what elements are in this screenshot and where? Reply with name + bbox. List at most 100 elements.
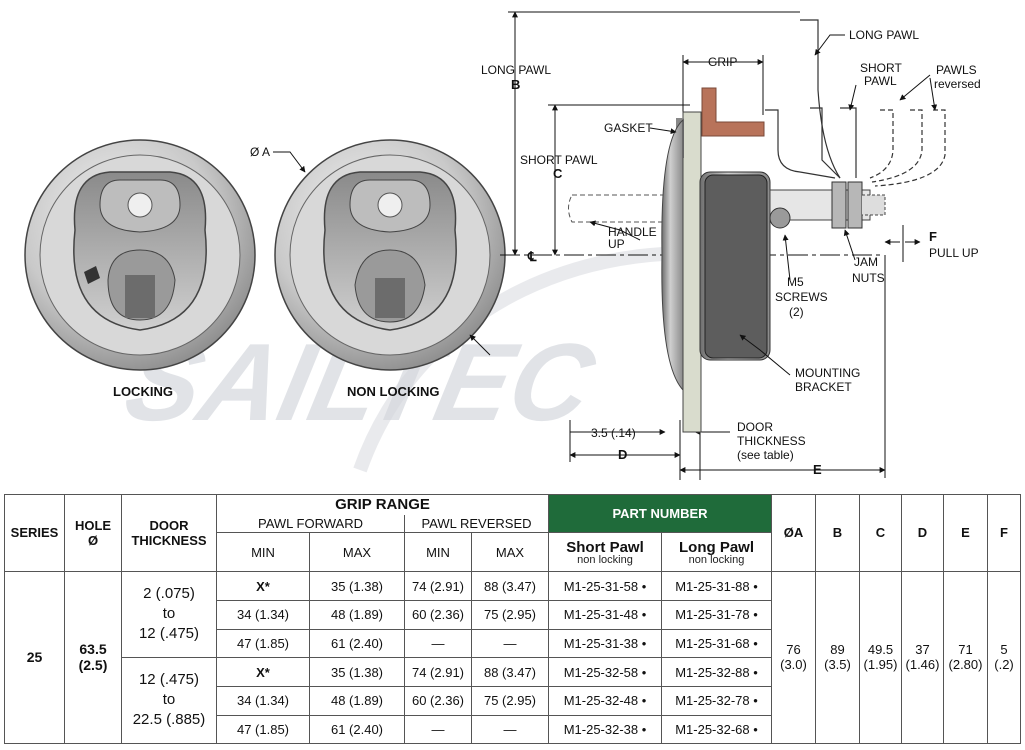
th-fwd-max: MAX (309, 532, 405, 572)
pawls-reversed-label-1: PAWLS (936, 63, 977, 77)
pawls-reversed-label-2: reversed (934, 77, 981, 91)
locking-latch-front-view (24, 139, 256, 371)
pawl-copper (701, 87, 765, 137)
rev-min-cell: 74 (2.91) (404, 570, 472, 602)
thread-end (862, 194, 886, 216)
fwd-max-cell: 48 (1.89) (309, 600, 405, 630)
door-thickness-label-1: DOOR (737, 420, 773, 434)
dim-a-cell: 76(3.0) (771, 570, 816, 745)
grip-label: GRIP (708, 55, 737, 69)
fwd-min-cell: 47 (1.85) (216, 628, 310, 658)
f-letter: F (929, 229, 937, 244)
rev-max-cell: 75 (2.95) (471, 686, 549, 716)
mounting-bracket (704, 174, 768, 359)
rev-max-cell: — (471, 714, 549, 745)
jam-nut-2 (847, 181, 863, 229)
dim-c-cell: 49.5(1.95) (859, 570, 902, 745)
e-letter: E (813, 462, 822, 477)
rev-min-cell: — (404, 628, 472, 658)
centerline-symbol: ℄ (527, 249, 537, 264)
non-locking-caption: NON LOCKING (347, 384, 439, 399)
table-row: 47 (1.85) 61 (2.40) — — M1-25-32-38 • M1… (5, 714, 1021, 745)
fwd-max-cell: 35 (1.38) (309, 570, 405, 602)
short-pawl-label-1: SHORT (860, 61, 902, 75)
table-row: 47 (1.85) 61 (2.40) — — M1-25-31-38 • M1… (5, 628, 1021, 658)
long-pawl-part-cell: M1-25-31-68 • (661, 628, 772, 658)
fwd-max-cell: 61 (2.40) (309, 714, 405, 745)
long-pawl-part-cell: M1-25-32-88 • (661, 656, 772, 688)
dia-a-leader (273, 151, 306, 173)
door-panel (682, 111, 702, 433)
fwd-min-cell: 34 (1.34) (216, 686, 310, 716)
rev-max-cell: 88 (3.47) (471, 656, 549, 688)
rev-min-cell: — (404, 714, 472, 745)
rev-min-cell: 74 (2.91) (404, 656, 472, 688)
door-thickness-label-2: THICKNESS (737, 434, 806, 448)
th-rev-min: MIN (404, 532, 472, 572)
short-pawl-part-cell: M1-25-32-48 • (548, 686, 662, 716)
th-rev-max: MAX (471, 532, 549, 572)
dim-f-cell: 5(.2) (987, 570, 1021, 745)
latch-flange (661, 118, 684, 392)
dim-e-cell: 71(2.80) (943, 570, 988, 745)
rev-max-cell: 75 (2.95) (471, 600, 549, 630)
th-c: C (859, 494, 902, 572)
long-pawl-label: LONG PAWL (849, 28, 919, 42)
short-pawl-label-2: PAWL (864, 74, 897, 88)
pawl-outlines (765, 19, 946, 187)
table-row: 34 (1.34) 48 (1.89) 60 (2.36) 75 (2.95) … (5, 686, 1021, 716)
pull-up-label: PULL UP (929, 246, 979, 260)
fwd-min-cell: 34 (1.34) (216, 600, 310, 630)
rev-max-cell: 88 (3.47) (471, 570, 549, 602)
fwd-min-cell: X* (216, 656, 310, 688)
long-pawl-b-label: LONG PAWL (481, 63, 551, 77)
th-d: D (901, 494, 944, 572)
m5-screws-label-2: SCREWS (775, 290, 828, 304)
th-pawl-reversed: PAWL REVERSED (404, 514, 549, 534)
d-letter: D (618, 447, 627, 462)
rev-max-cell: — (471, 628, 549, 658)
short-pawl-part-cell: M1-25-32-58 • (548, 656, 662, 688)
short-pawl-part-cell: M1-25-31-38 • (548, 628, 662, 658)
leaders (589, 34, 938, 376)
dim-d-cell: 37(1.46) (901, 570, 944, 745)
bracket-label-2: BRACKET (795, 380, 852, 394)
short-pawl-part-cell: M1-25-31-48 • (548, 600, 662, 630)
long-pawl-part-cell: M1-25-31-78 • (661, 600, 772, 630)
jam-nuts-label-1: JAM (854, 255, 878, 269)
handle-up-label-2: UP (608, 237, 625, 251)
long-pawl-part-cell: M1-25-32-68 • (661, 714, 772, 745)
handle-up-label-1: HANDLE (608, 225, 657, 239)
fwd-max-cell: 48 (1.89) (309, 686, 405, 716)
hole-cell: 63.5(2.5) (64, 570, 122, 745)
door-thickness-label-3: (see table) (737, 448, 794, 462)
table-row: 34 (1.34) 48 (1.89) 60 (2.36) 75 (2.95) … (5, 600, 1021, 630)
short-pawl-part-cell: M1-25-32-38 • (548, 714, 662, 745)
dia-a-leader-2 (469, 334, 491, 356)
non-locking-latch-front-view (274, 139, 506, 371)
th-pawl-forward: PAWL FORWARD (216, 514, 405, 534)
short-pawl-part-cell: M1-25-31-58 • (548, 570, 662, 602)
th-grip-range: GRIP RANGE (216, 493, 549, 515)
d-dim-label: 3.5 (.14) (591, 426, 636, 440)
th-f: F (987, 494, 1021, 572)
long-pawl-part-cell: M1-25-32-78 • (661, 686, 772, 716)
short-pawl-c-letter: C (553, 166, 563, 181)
fwd-min-cell: X* (216, 570, 310, 602)
fwd-max-cell: 61 (2.40) (309, 628, 405, 658)
rev-min-cell: 60 (2.36) (404, 686, 472, 716)
jam-nut-1 (831, 181, 847, 229)
th-b: B (815, 494, 860, 572)
short-pawl-c-label: SHORT PAWL (520, 153, 598, 167)
fwd-min-cell: 47 (1.85) (216, 714, 310, 745)
gasket-label: GASKET (604, 121, 653, 135)
m5-screw (769, 207, 791, 229)
long-pawl-part-cell: M1-25-31-88 • (661, 570, 772, 602)
